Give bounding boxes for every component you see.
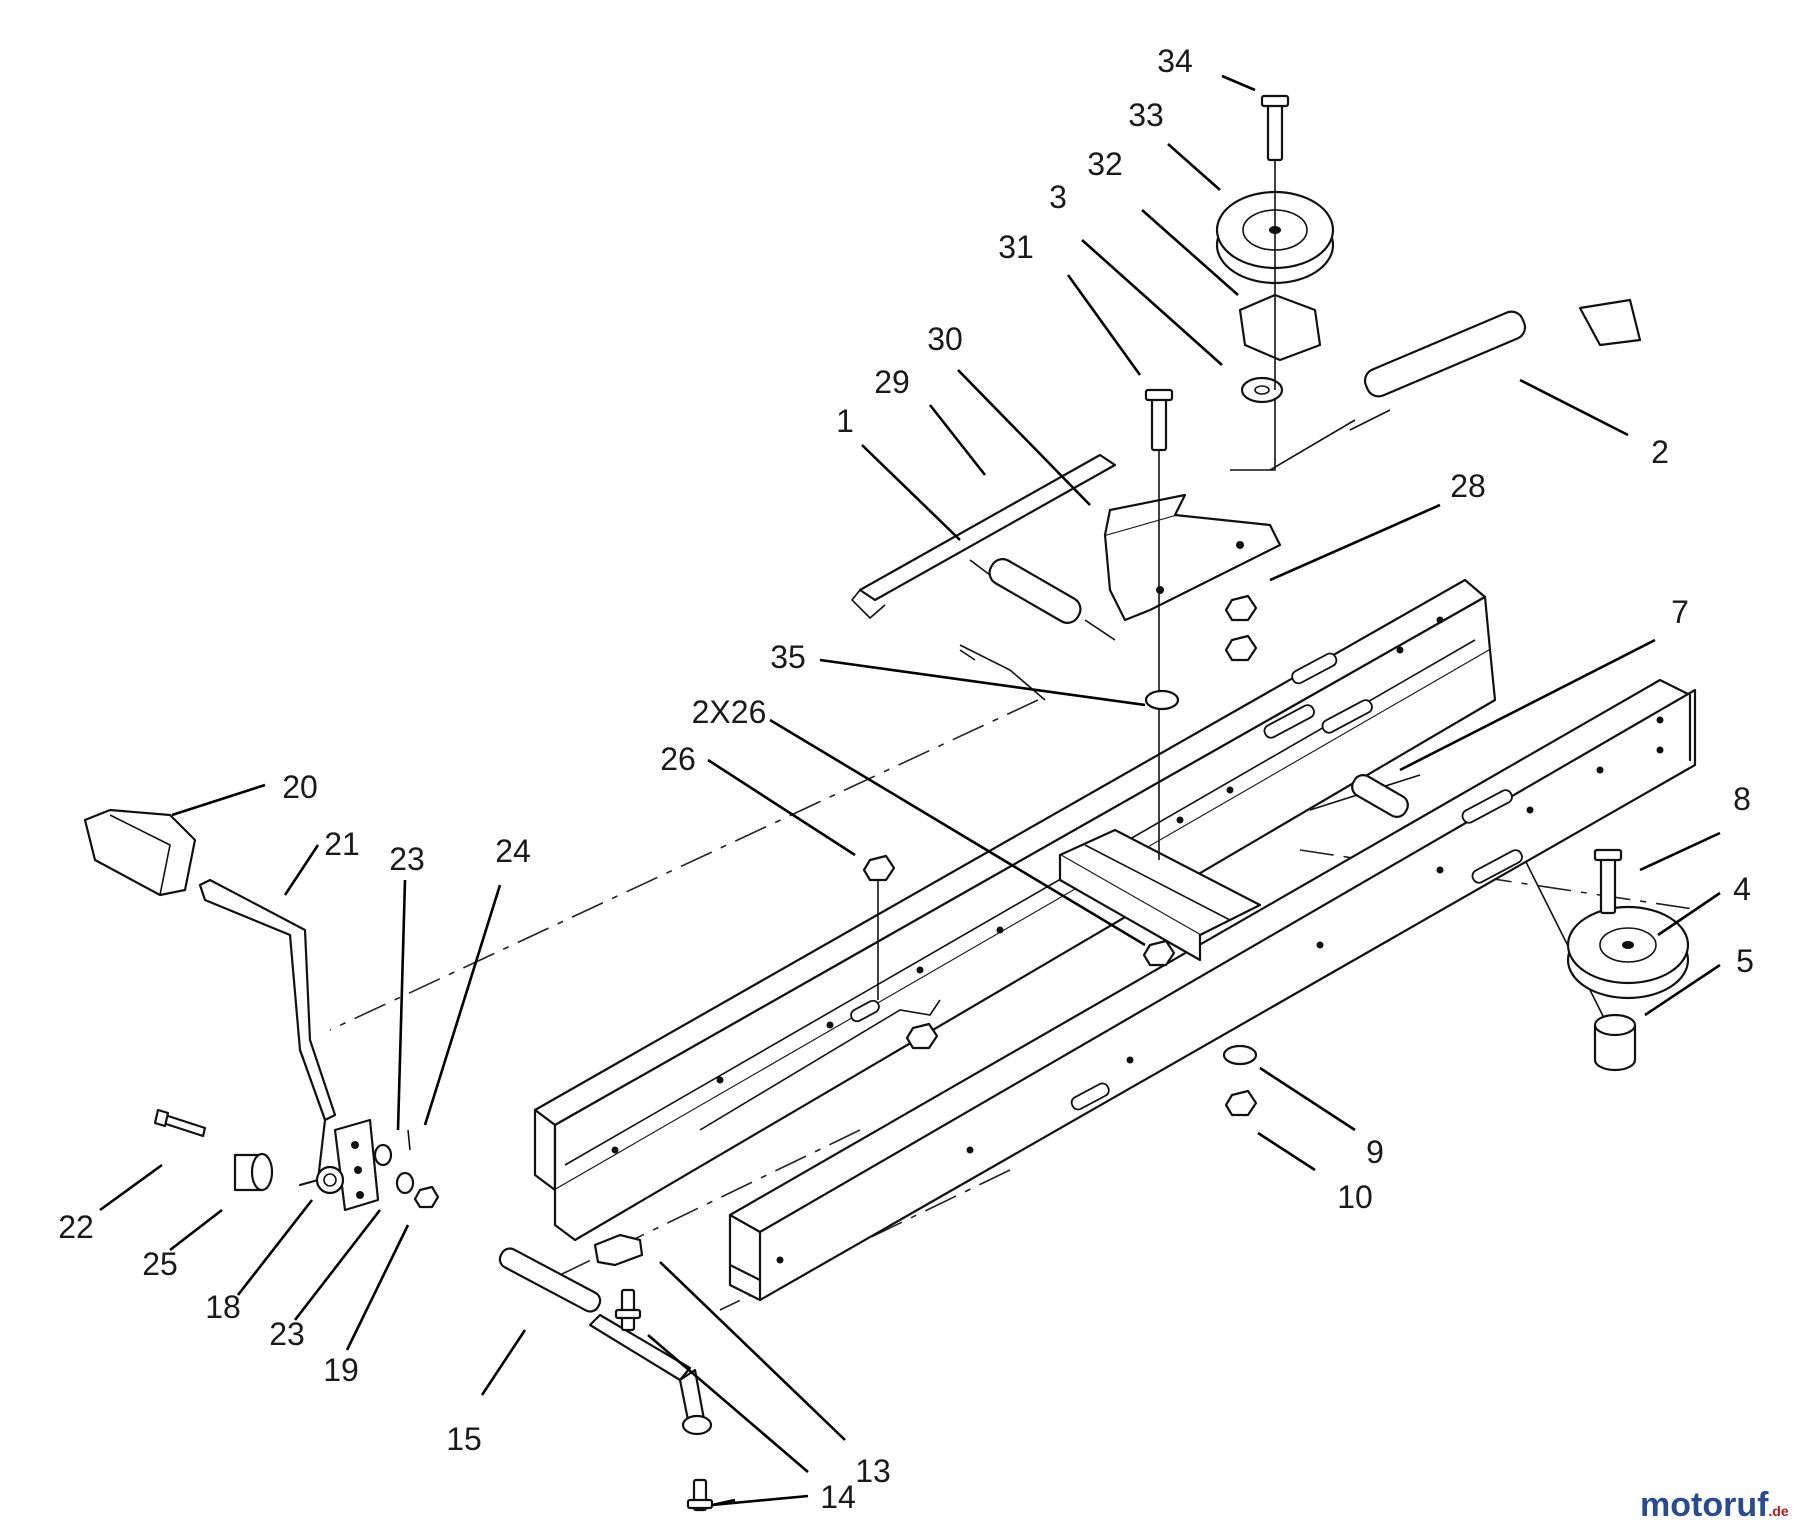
frame-rail-right — [728, 678, 1697, 1302]
callout-33: 33 — [1128, 97, 1164, 133]
callout-7: 7 — [1671, 594, 1689, 630]
pulley-axis — [1230, 160, 1276, 471]
callout-2: 2 — [1651, 434, 1669, 470]
callout-3: 3 — [1049, 179, 1067, 215]
callout-14: 14 — [820, 1479, 856, 1515]
callout-28: 28 — [1450, 468, 1486, 504]
nut-10 — [1224, 1089, 1258, 1117]
tension-rod — [1269, 298, 1642, 471]
callout-4: 4 — [1733, 871, 1751, 907]
nut-28 — [1224, 594, 1258, 662]
bushing-25 — [233, 1152, 274, 1192]
callout-20: 20 — [282, 769, 318, 805]
frame-holes — [611, 616, 1664, 1264]
pin-24 — [407, 1129, 411, 1151]
callout-24: 24 — [495, 833, 531, 869]
callout-22: 22 — [58, 1209, 94, 1245]
callout-23-top: 23 — [389, 841, 425, 877]
spring-7 — [1351, 774, 1409, 818]
watermark-suffix: .de — [1768, 1503, 1788, 1519]
callout-2x26: 2X26 — [692, 694, 767, 730]
nut-19 — [413, 1185, 440, 1209]
pedal-mount-plate — [333, 1118, 380, 1212]
callout-25: 25 — [142, 1246, 178, 1282]
bolt-22 — [153, 1108, 207, 1138]
callout-1: 1 — [836, 403, 854, 439]
callout-32: 32 — [1087, 146, 1123, 182]
pedal-pad — [83, 808, 197, 897]
pedal-hub-18 — [315, 1165, 345, 1195]
callouts: 34 33 32 3 31 30 29 1 2 28 7 35 2X26 26 … — [58, 43, 1754, 1515]
callout-34: 34 — [1157, 43, 1193, 79]
pedal-arm — [198, 878, 337, 1187]
bolt-31 — [1144, 388, 1174, 452]
callout-31: 31 — [998, 229, 1034, 265]
callout-19: 19 — [323, 1352, 359, 1388]
frame-rail-left — [533, 578, 1497, 1242]
washers-23 — [373, 1143, 415, 1195]
bracket-13 — [593, 1233, 644, 1267]
callout-15: 15 — [446, 1421, 482, 1457]
callout-29: 29 — [874, 364, 910, 400]
callout-21: 21 — [324, 826, 360, 862]
idler-bracket — [1103, 493, 1282, 622]
svg-text:motoruf.de: motoruf.de — [1640, 1486, 1789, 1524]
callout-35: 35 — [770, 639, 806, 675]
callout-5: 5 — [1736, 943, 1754, 979]
brake-link-rod — [498, 1247, 713, 1436]
drive-pulley — [1566, 905, 1690, 1000]
callout-18: 18 — [205, 1289, 241, 1325]
callout-26: 26 — [660, 741, 696, 777]
extension-spring — [969, 558, 1116, 641]
callout-30: 30 — [927, 321, 963, 357]
pulley-washer — [1240, 376, 1284, 404]
watermark-logo: motoruf.de — [1640, 1486, 1789, 1524]
brake-rod — [850, 453, 1117, 620]
pulley-guard-bracket — [1238, 293, 1322, 362]
callout-23-bottom: 23 — [269, 1316, 305, 1352]
spacer-5 — [1593, 1013, 1637, 1072]
pulley-bolt — [1260, 94, 1290, 162]
callout-13: 13 — [855, 1453, 891, 1489]
callout-8: 8 — [1733, 781, 1751, 817]
washer-35 — [1144, 689, 1180, 711]
watermark-brand: motoruf — [1640, 1486, 1769, 1524]
pulley-bolt-8 — [1593, 848, 1623, 915]
frame-cross-member — [1058, 828, 1262, 962]
frame-slots — [850, 652, 1523, 1111]
callout-9: 9 — [1366, 1134, 1384, 1170]
washer-9 — [1222, 1044, 1258, 1066]
callout-10: 10 — [1337, 1179, 1373, 1215]
nut-26 — [862, 854, 1176, 1050]
leader-lines — [99, 74, 1721, 1507]
